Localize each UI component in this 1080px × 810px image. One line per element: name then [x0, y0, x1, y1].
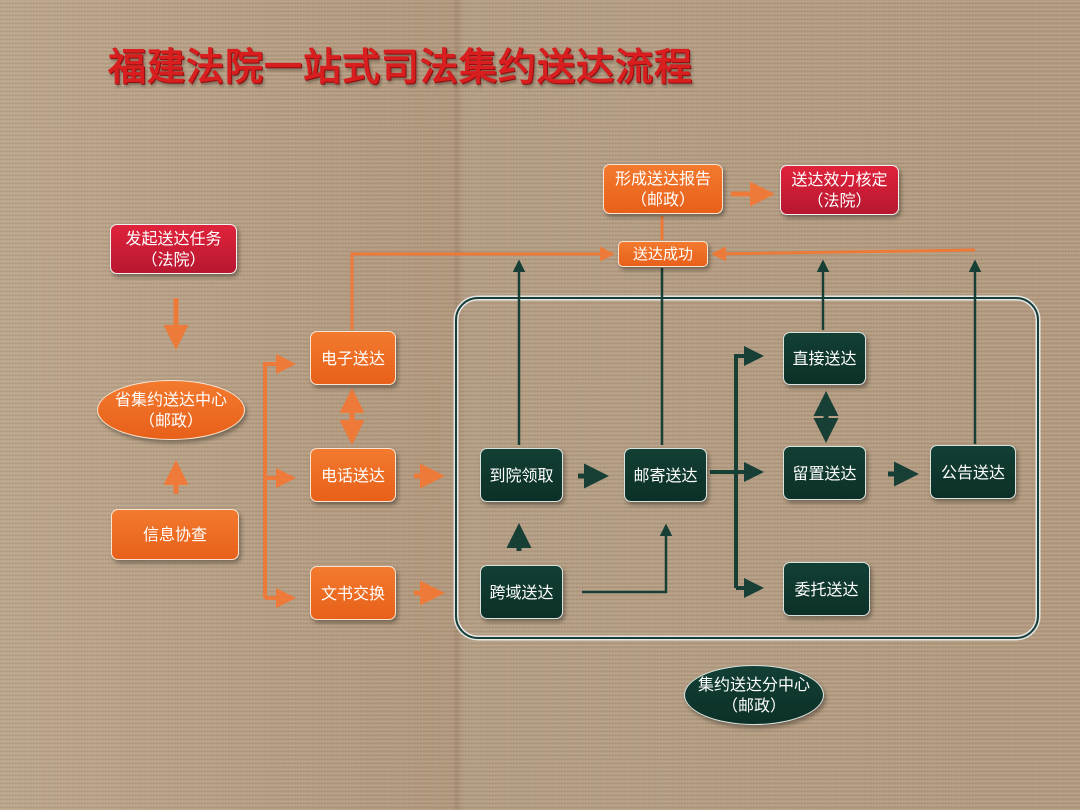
node-leave: 留置送达: [783, 446, 866, 500]
node-verify-effect: 送达效力核定 （法院）: [780, 165, 899, 215]
node-report-org: （邮政）: [630, 190, 695, 209]
node-sub-center-label: 集约送达分中心: [697, 675, 810, 694]
node-leave-label: 留置送达: [792, 463, 857, 483]
node-direct: 直接送达: [783, 332, 866, 385]
node-info-check: 信息协查: [111, 509, 239, 560]
node-success-label: 送达成功: [632, 244, 693, 263]
node-direct-label: 直接送达: [792, 349, 857, 368]
node-announce-label: 公告送达: [940, 462, 1005, 482]
node-success: 送达成功: [618, 241, 708, 267]
mail-bracket: [734, 346, 764, 588]
node-info-check-label: 信息协查: [142, 525, 207, 544]
node-provincial-center-label: 省集约送达中心: [114, 390, 227, 409]
node-electronic-label: 电子送达: [320, 348, 385, 368]
page-title: 福建法院一站式司法集约送达流程: [108, 45, 694, 89]
node-verify-effect-org: （法院）: [807, 191, 872, 210]
branch-bracket: [263, 354, 296, 598]
arrow-electronic-to-success: [350, 246, 615, 330]
node-pickup: 到院领取: [480, 448, 563, 502]
node-provincial-center: 省集约送达中心 （邮政）: [97, 380, 245, 440]
node-electronic: 电子送达: [310, 331, 396, 385]
node-sub-center: 集约送达分中心 （邮政）: [684, 665, 824, 725]
node-document-exchange: 文书交换: [310, 566, 396, 620]
node-document-exchange-label: 文书交换: [320, 583, 385, 603]
node-report: 形成送达报告 （邮政）: [603, 164, 723, 214]
node-announce: 公告送达: [930, 445, 1016, 499]
node-entrust-label: 委托送达: [794, 579, 859, 599]
node-entrust: 委托送达: [783, 562, 870, 616]
arrow-right-to-success: [711, 246, 976, 262]
node-sub-center-org: （邮政）: [721, 696, 786, 715]
node-cross-region: 跨域送达: [480, 565, 563, 619]
node-initiate-task-org: （法院）: [141, 250, 206, 269]
arrow-cross-to-mail: [582, 523, 673, 594]
node-phone: 电话送达: [310, 448, 396, 502]
node-phone-label: 电话送达: [320, 465, 385, 485]
node-cross-region-label: 跨域送达: [489, 582, 554, 602]
node-verify-effect-label: 送达效力核定: [791, 170, 888, 189]
node-pickup-label: 到院领取: [489, 465, 554, 485]
node-report-label: 形成送达报告: [614, 169, 711, 188]
node-mail-label: 邮寄送达: [633, 465, 698, 485]
node-mail: 邮寄送达: [624, 448, 707, 502]
node-provincial-center-org: （邮政）: [138, 411, 203, 430]
node-initiate-task-label: 发起送达任务: [125, 229, 222, 248]
node-initiate-task: 发起送达任务 （法院）: [110, 224, 237, 274]
